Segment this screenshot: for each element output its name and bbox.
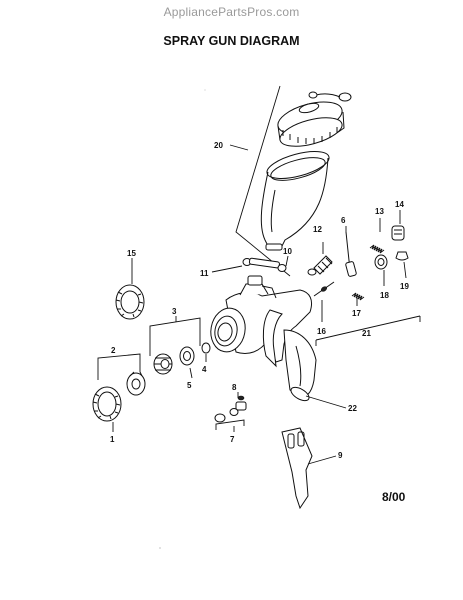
baffle-5 — [179, 346, 195, 366]
cup-connector-pin — [242, 257, 287, 272]
callout-10: 10 — [283, 247, 292, 256]
washer-4 — [201, 342, 211, 354]
seal-ring-15 — [115, 284, 145, 320]
callout-4: 4 — [202, 365, 207, 374]
callout-22: 22 — [348, 404, 357, 413]
callout-14: 14 — [395, 200, 404, 209]
fluid-nozzle — [153, 353, 173, 375]
callout-20: 20 — [214, 141, 223, 150]
paint-cup — [260, 151, 330, 251]
spring-17 — [351, 292, 365, 301]
callout-15: 15 — [127, 249, 136, 258]
cup-lid — [277, 101, 345, 147]
gun-body — [210, 275, 317, 402]
callout-21: 21 — [362, 329, 371, 338]
callout-2: 2 — [111, 346, 116, 355]
diagram-title: SPRAY GUN DIAGRAM — [163, 34, 300, 48]
nut-18 — [374, 254, 388, 270]
cap-19 — [395, 251, 409, 261]
air-cap — [126, 371, 146, 396]
callout-9: 9 — [338, 451, 343, 460]
callout-18: 18 — [380, 291, 389, 300]
callout-17: 17 — [352, 309, 361, 318]
bracket-21 — [315, 315, 421, 341]
callout-1: 1 — [110, 435, 115, 444]
air-cap-ring-1 — [92, 386, 122, 422]
needle-6 — [345, 231, 357, 277]
bracket-2 — [97, 353, 141, 380]
needle-spring-13 — [369, 244, 385, 254]
callout-12: 12 — [313, 225, 322, 234]
fitting-6-lower — [235, 395, 247, 411]
air-valve-12 — [307, 255, 333, 276]
callout-5: 5 — [187, 381, 192, 390]
bracket-7 — [215, 419, 245, 430]
adjusting-knob-14 — [391, 225, 405, 241]
date-code: 8/00 — [382, 490, 406, 504]
bracket-3 — [149, 317, 201, 356]
watermark-text: AppliancePartsPros.com — [163, 5, 300, 19]
pin-16 — [313, 281, 335, 297]
hanger-hook-9 — [281, 427, 313, 510]
callout-3: 3 — [172, 307, 177, 316]
callout-13: 13 — [375, 207, 384, 216]
callout-19: 19 — [400, 282, 409, 291]
callout-6: 6 — [341, 216, 346, 225]
callout-8: 8 — [232, 383, 237, 392]
valve-parts-7 — [214, 408, 239, 423]
callout-7: 7 — [230, 435, 235, 444]
callout-11: 11 — [200, 269, 209, 278]
callout-16: 16 — [317, 327, 326, 336]
lid-plug — [308, 91, 352, 102]
